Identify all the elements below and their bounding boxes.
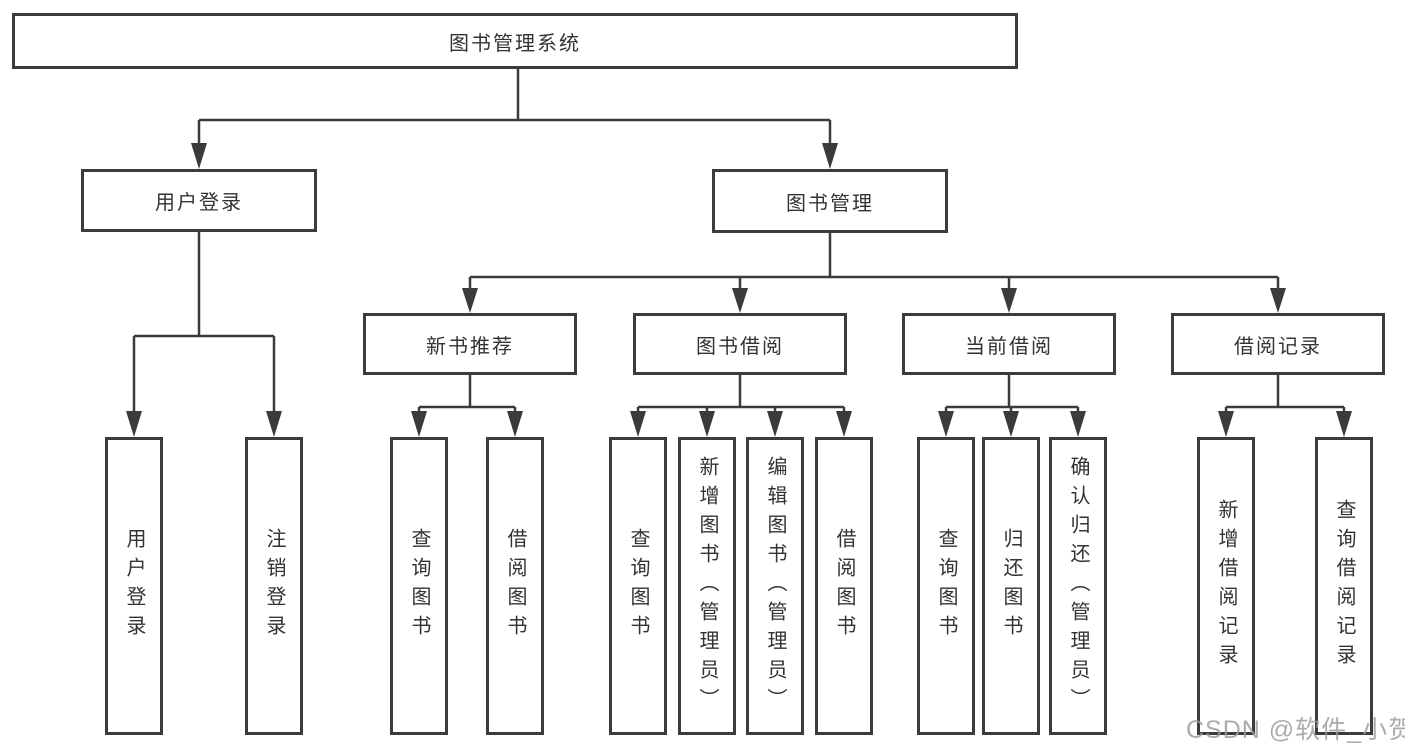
node-leaf-borrow-books: 借阅图书 [815,437,873,735]
node-leaf-return-books: 归还图书 [982,437,1040,735]
node-leaf-edit-books-admin: 编辑图书（管理员） [746,437,804,735]
node-leaf-query-books-borrow: 查询图书 [609,437,667,735]
node-leaf-add-borrow-record: 新增借阅记录 [1197,437,1255,735]
arrowheads [126,143,1352,437]
node-leaf-borrow-books-recommend: 借阅图书 [486,437,544,735]
node-leaf-query-books-current: 查询图书 [917,437,975,735]
node-current-borrowing: 当前借阅 [902,313,1116,375]
node-leaf-confirm-return-admin: 确认归还（管理员） [1049,437,1107,735]
node-user-login-branch: 用户登录 [81,169,317,232]
csdn-watermark: CSDN @软件_小贺同学 [1186,716,1405,744]
node-leaf-logout: 注销登录 [245,437,303,735]
node-borrowing-records: 借阅记录 [1171,313,1385,375]
node-book-borrowing: 图书借阅 [633,313,847,375]
node-leaf-query-borrow-record: 查询借阅记录 [1315,437,1373,735]
node-book-management-branch: 图书管理 [712,169,948,233]
node-leaf-user-login: 用户登录 [105,437,163,735]
node-leaf-add-books-admin: 新增图书（管理员） [678,437,736,735]
node-leaf-query-books-recommend: 查询图书 [390,437,448,735]
node-library-management-system: 图书管理系统 [12,13,1018,69]
node-new-book-recommendation: 新书推荐 [363,313,577,375]
